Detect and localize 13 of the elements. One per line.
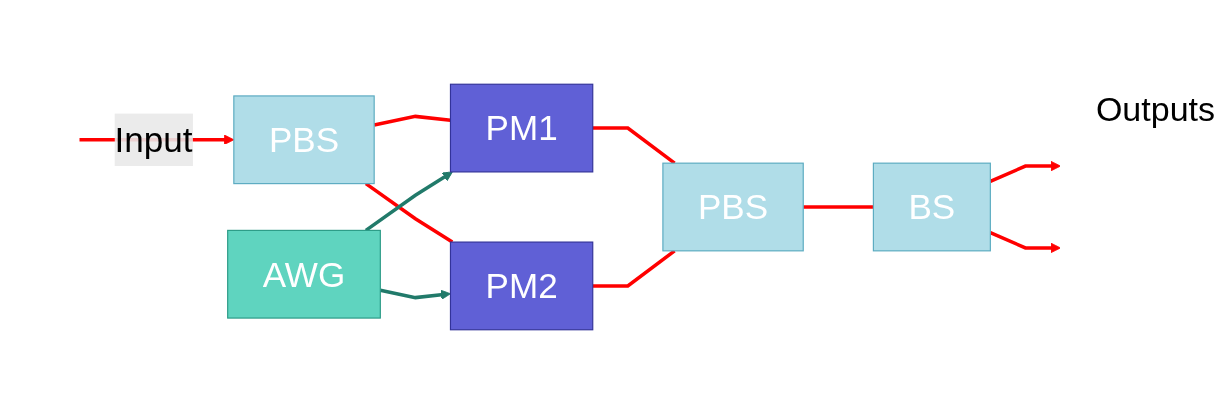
connector [803, 205, 874, 209]
node-box: PBS [233, 95, 375, 185]
arrow [364, 171, 453, 232]
output-label: Outputs [1095, 90, 1215, 129]
connector [364, 182, 454, 244]
node-box: PM1 [449, 83, 594, 173]
node-box: BS [872, 162, 991, 252]
node-box: PM2 [449, 241, 594, 331]
connector [592, 126, 676, 165]
edge-label: Input [114, 120, 193, 160]
node-box: AWG [227, 229, 381, 319]
connector [592, 249, 676, 288]
node-box: PBS [662, 162, 804, 252]
